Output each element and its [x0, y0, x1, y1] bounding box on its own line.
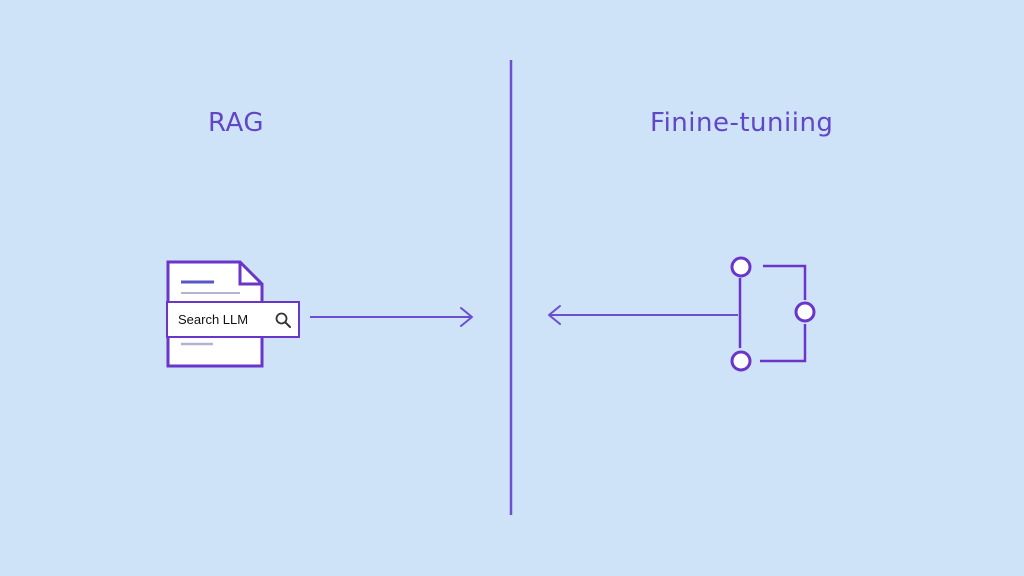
- network-node: [730, 256, 752, 278]
- search-icon: [275, 312, 291, 328]
- network-icon: [730, 256, 816, 372]
- rag-title: RAG: [208, 108, 264, 138]
- rag-arrow: [310, 307, 473, 327]
- fine-tuning-arrow: [548, 305, 738, 325]
- fine-tuning-title: Finine-tuniing: [650, 108, 834, 138]
- network-node: [794, 301, 816, 323]
- search-box[interactable]: Search LLM: [166, 301, 300, 338]
- search-box-text: Search LLM: [178, 312, 249, 327]
- network-node: [730, 350, 752, 372]
